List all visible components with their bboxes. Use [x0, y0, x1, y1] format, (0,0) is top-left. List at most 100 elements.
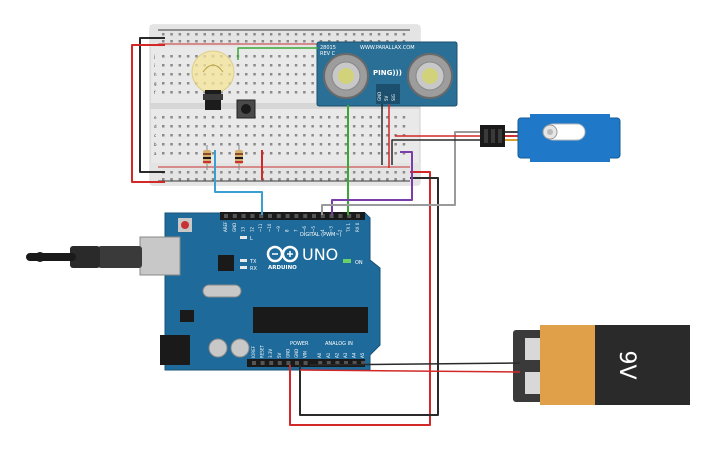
bottom-pin-label: 3.3V — [268, 349, 273, 358]
wire-bb-left-ground — [139, 37, 165, 173]
light-bulb — [191, 50, 235, 110]
digital-pin-label: TX 1 — [346, 223, 351, 233]
servo-motor — [480, 114, 621, 162]
digital-pin-hole[interactable] — [285, 214, 290, 218]
bottom-pin-hole[interactable] — [303, 361, 308, 365]
breadboard-row-label: i — [154, 63, 155, 68]
bottom-pin-label: A3 — [343, 352, 348, 358]
bottom-pin-hole[interactable] — [318, 361, 323, 365]
board-brand-label: ARDUINO — [268, 265, 297, 271]
breadboard-row-label: a — [154, 151, 157, 156]
resistor-1 — [203, 145, 211, 170]
bottom-pin-hole[interactable] — [335, 361, 340, 365]
digital-pin-hole[interactable] — [268, 214, 272, 218]
board-model-label: UNO — [302, 245, 338, 264]
bottom-pin-hole[interactable] — [269, 361, 274, 365]
digital-pin-label: ~9 — [276, 226, 281, 232]
sensor-code-label: 28015 — [320, 45, 336, 51]
digital-pin-hole[interactable] — [250, 214, 255, 218]
wires — [131, 37, 521, 426]
digital-pin-hole[interactable] — [347, 214, 352, 218]
l-led-label: L — [250, 236, 253, 242]
digital-header-pins — [224, 214, 360, 218]
wire-battery-positive — [299, 369, 521, 373]
digital-pin-label: AREF — [223, 221, 228, 232]
breadboard-row-label: f — [154, 90, 156, 95]
power-label: POWER — [290, 341, 309, 347]
digital-pin-hole[interactable] — [320, 214, 325, 218]
digital-pin-label: 12 — [249, 226, 254, 232]
digital-pin-label: 8 — [285, 229, 290, 232]
bottom-pin-label: A4 — [352, 352, 357, 358]
bottom-pin-hole[interactable] — [277, 361, 282, 365]
sensor-pin-label: 5V — [384, 95, 389, 101]
push-button[interactable] — [236, 99, 256, 119]
digital-pin-label: ~11 — [258, 223, 263, 232]
digital-header-label: DIGITAL (PWM~) — [300, 232, 342, 238]
ultrasonic-sensor: 28015 REV C WWW.PARALLAX.COM PING))) GND… — [316, 41, 458, 107]
bottom-pin-label: GND — [285, 349, 290, 358]
digital-pin-label: ~10 — [267, 223, 272, 232]
digital-pin-hole[interactable] — [356, 214, 360, 218]
bottom-pin-hole[interactable] — [295, 361, 299, 365]
digital-pin-hole[interactable] — [294, 214, 299, 218]
wire-button-signal — [214, 150, 263, 215]
bottom-pin-label: A0 — [317, 352, 322, 358]
bottom-pin-hole[interactable] — [286, 361, 291, 365]
bottom-pin-hole[interactable] — [326, 361, 331, 365]
digital-pin-hole[interactable] — [259, 214, 264, 218]
arduino-logo-icon — [266, 245, 299, 263]
digital-pin-hole[interactable] — [232, 214, 237, 218]
breadboard-row-label: g — [154, 81, 157, 86]
bottom-pin-hole[interactable] — [344, 361, 348, 365]
sensor-pin-label: SIG — [391, 94, 396, 101]
bottom-pin-label: A1 — [326, 352, 331, 358]
digital-pin-hole[interactable] — [224, 214, 228, 218]
digital-pin-hole[interactable] — [276, 214, 281, 218]
bottom-pin-label: A2 — [334, 352, 339, 358]
battery-label: 9V — [614, 350, 639, 379]
bottom-pin-label: 5V — [277, 352, 282, 358]
breadboard-row-label: h — [154, 72, 157, 77]
digital-pin-hole[interactable] — [241, 214, 246, 218]
bottom-pin-label: GND — [294, 349, 299, 358]
digital-pin-hole[interactable] — [329, 214, 334, 218]
bottom-pin-hole[interactable] — [260, 361, 265, 365]
digital-pin-label: ~3 — [329, 226, 334, 232]
wire-5v — [289, 171, 431, 426]
breadboard-row-label: c — [154, 133, 156, 138]
digital-pin-hole[interactable] — [312, 214, 316, 218]
power-analog-header-pins — [252, 361, 366, 365]
sensor-model-label: PING))) — [373, 69, 402, 77]
arduino-uno: UNO ARDUINO DIGITAL (PWM~) POWER ANALOG … — [26, 212, 381, 371]
sensor-brand-label: WWW.PARALLAX.COM — [360, 45, 415, 51]
resistor-2 — [235, 145, 243, 170]
tx-led-label: TX — [249, 259, 257, 265]
battery-9v: 9V — [513, 325, 690, 405]
sensor-rev-label: REV C — [320, 51, 336, 57]
bottom-pin-label: IOREF — [251, 345, 256, 358]
digital-pin-label: ~5 — [311, 226, 316, 232]
digital-pin-hole[interactable] — [338, 214, 343, 218]
wire-servo-signal — [321, 131, 480, 215]
bottom-pin-label: VIN — [303, 351, 308, 358]
digital-pin-label: 4 — [320, 229, 325, 232]
bottom-pin-label: A5 — [360, 352, 365, 358]
bottom-pin-hole[interactable] — [361, 361, 366, 365]
bottom-pin-hole[interactable] — [352, 361, 357, 365]
breadboard-row-label: j — [153, 54, 155, 59]
wire-battery-negative — [309, 362, 521, 366]
wire-gnd — [299, 177, 439, 416]
digital-pin-hole[interactable] — [303, 214, 308, 218]
wire-bulb-green — [237, 47, 318, 60]
bottom-pin-hole[interactable] — [252, 361, 256, 365]
digital-pin-label: 7 — [293, 229, 298, 232]
breadboard-row-label: b — [154, 142, 157, 147]
rx-led-label: RX — [250, 266, 257, 272]
digital-pin-label: GND — [232, 223, 237, 232]
